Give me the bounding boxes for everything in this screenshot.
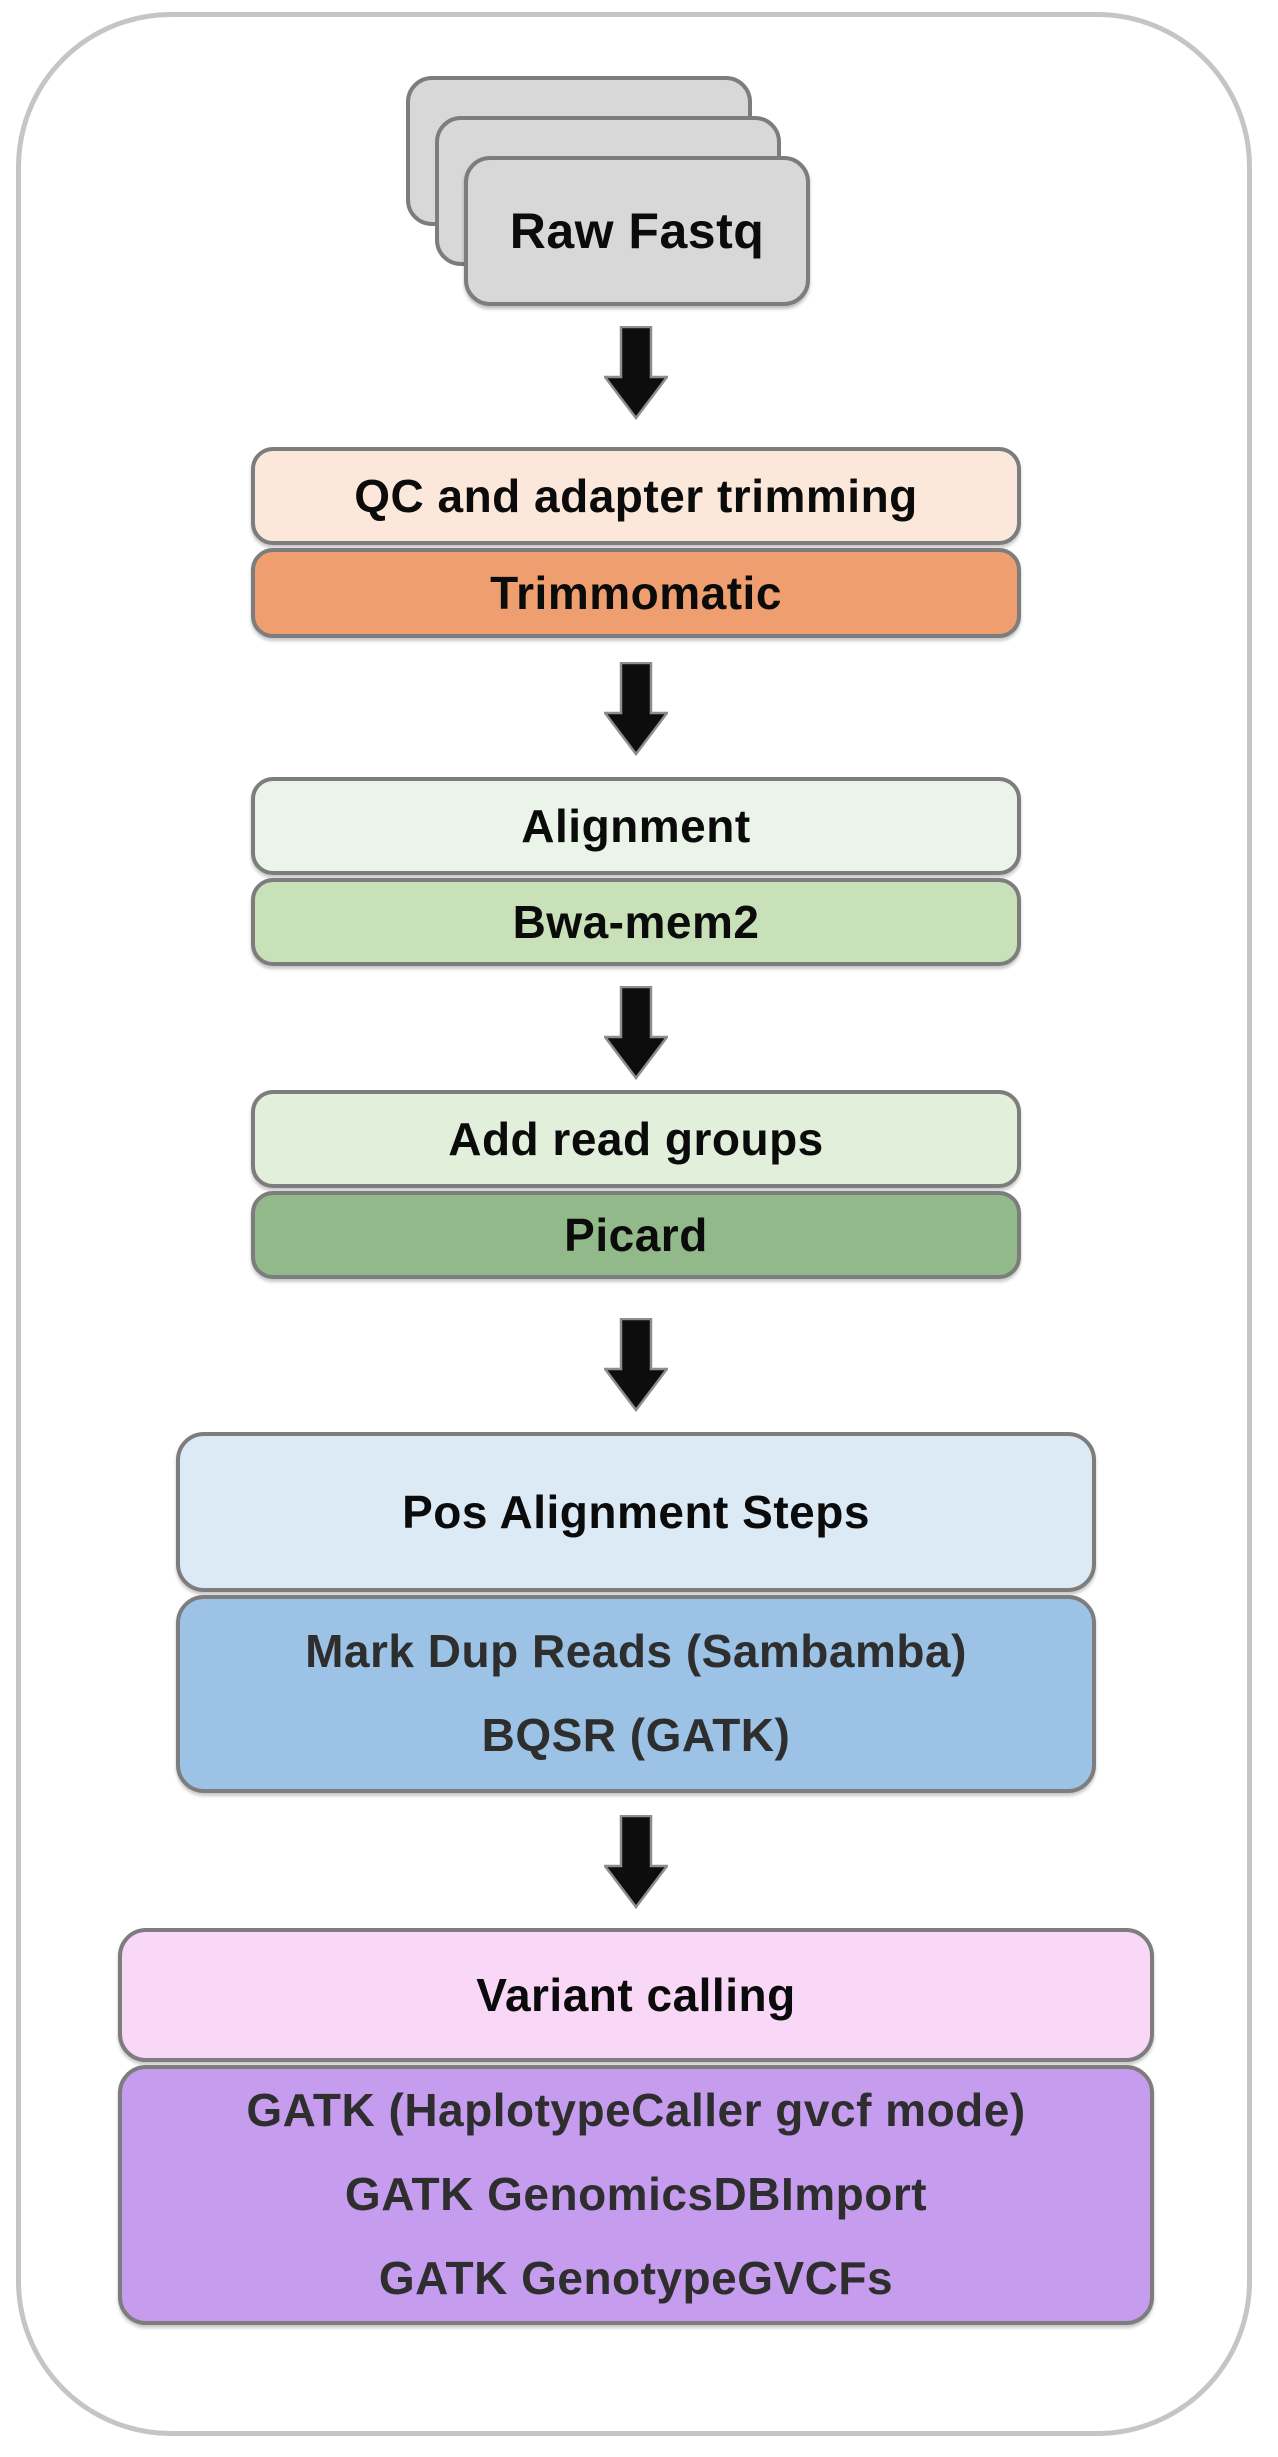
step-alignment: Alignment Bwa-mem2 xyxy=(251,777,1021,966)
fastq-card-front: Raw Fastq xyxy=(464,156,810,306)
step-label-box-qc: QC and adapter trimming xyxy=(251,447,1021,545)
tool-label-line: GATK (HaplotypeCaller gvcf mode) xyxy=(246,2084,1026,2137)
down-arrow-icon xyxy=(604,662,668,756)
step-label: QC and adapter trimming xyxy=(354,469,918,522)
down-arrow-icon xyxy=(604,1815,668,1909)
step-label: Variant calling xyxy=(476,1968,796,2021)
tool-label: Trimmomatic xyxy=(490,566,782,619)
step-variant-calling: Variant calling GATK (HaplotypeCaller gv… xyxy=(118,1928,1154,2325)
tool-label: Bwa-mem2 xyxy=(512,895,760,948)
raw-fastq-label: Raw Fastq xyxy=(509,202,765,259)
down-arrow-icon xyxy=(604,986,668,1080)
step-pos-alignment: Pos Alignment Steps Mark Dup Reads (Samb… xyxy=(176,1432,1096,1793)
raw-fastq-stack: Raw Fastq xyxy=(406,76,816,308)
step-add-read-groups: Add read groups Picard xyxy=(251,1090,1021,1279)
step-label-box-variant-calling: Variant calling xyxy=(118,1928,1154,2062)
tool-label-line: BQSR (GATK) xyxy=(481,1709,791,1761)
down-arrow-icon xyxy=(604,1318,668,1412)
tool-box-gatk: GATK (HaplotypeCaller gvcf mode) GATK Ge… xyxy=(118,2065,1154,2325)
step-label-box-alignment: Alignment xyxy=(251,777,1021,875)
step-label: Add read groups xyxy=(448,1112,824,1165)
tool-label-line: Mark Dup Reads (Sambamba) xyxy=(305,1625,967,1678)
tool-label-line: GATK GenotypeGVCFs xyxy=(378,2251,894,2304)
tool-box-bwa-mem2: Bwa-mem2 xyxy=(251,878,1021,966)
tool-box-picard: Picard xyxy=(251,1191,1021,1279)
tool-box-markdup-bqsr: Mark Dup Reads (Sambamba) BQSR (GATK) xyxy=(176,1595,1096,1793)
tool-box-trimmomatic: Trimmomatic xyxy=(251,548,1021,638)
tool-label-line: GATK GenomicsDBImport xyxy=(344,2168,928,2221)
down-arrow-icon xyxy=(604,326,668,420)
step-label-box-add-read-groups: Add read groups xyxy=(251,1090,1021,1188)
step-label: Alignment xyxy=(521,799,751,852)
step-qc-trimming: QC and adapter trimming Trimmomatic xyxy=(251,447,1021,638)
tool-label: Picard xyxy=(564,1208,708,1261)
step-label: Pos Alignment Steps xyxy=(402,1485,870,1538)
step-label-box-pos-alignment: Pos Alignment Steps xyxy=(176,1432,1096,1592)
